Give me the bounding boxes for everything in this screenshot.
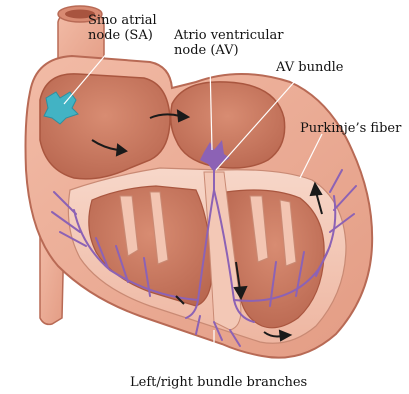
av-label: Atrio ventricular node (AV): [174, 28, 284, 58]
av-bundle-label: AV bundle: [276, 60, 344, 75]
left-atrium: [171, 82, 285, 168]
purkinje-label: Purkinje’s fiber: [300, 121, 401, 136]
av-label-line1: Atrio ventricular: [174, 28, 284, 43]
sa-label-line2: node (SA): [88, 28, 157, 43]
sa-label-line1: Sino atrial: [88, 13, 157, 28]
sa-label: Sino atrial node (SA): [88, 13, 157, 43]
bundle-branches-label: Left/right bundle branches: [130, 375, 307, 390]
av-label-line2: node (AV): [174, 43, 284, 58]
